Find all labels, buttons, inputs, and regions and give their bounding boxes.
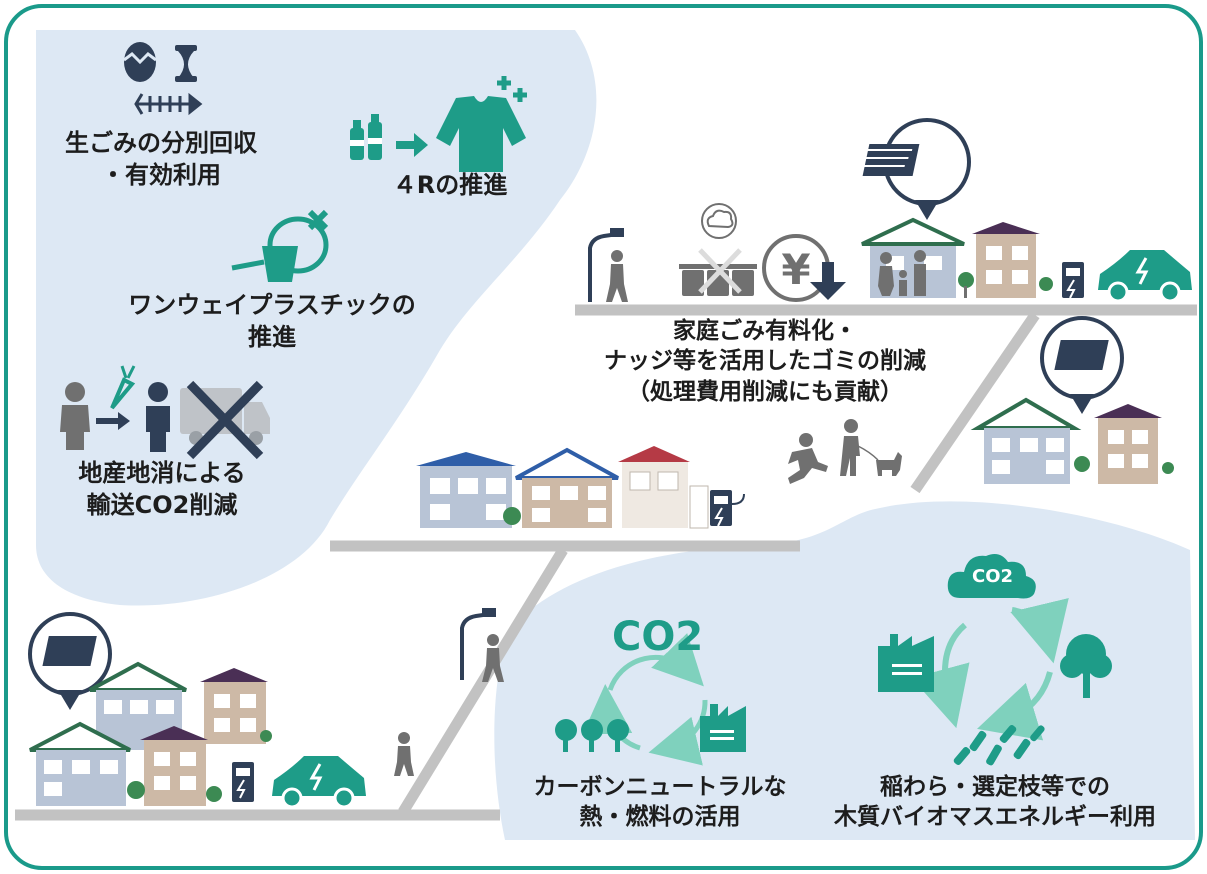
house-blue (29, 721, 131, 806)
label-line: 推進 (248, 322, 296, 351)
consumer-icon (146, 382, 170, 452)
wood-chips-icon (953, 724, 1045, 766)
cycle-arrows (911, 597, 1069, 741)
label-household-waste: 家庭ごみ有料化・ ナッジ等を活用したゴミの削減 （処理費用削減にも貢献） (555, 316, 975, 407)
solar-panel-bubble (1040, 316, 1124, 414)
label-line: 稲わら・選定枝等での (880, 774, 1110, 800)
label-biomass: 稲わら・選定枝等での 木質バイオマスエネルギー利用 (800, 772, 1190, 833)
ev-charger-icon (1062, 262, 1084, 299)
label-local-production: 地産地消による 輸送CO2削減 (52, 458, 272, 521)
house-white (618, 446, 709, 529)
house-blue (416, 452, 516, 528)
yen-symbol: ¥ (781, 245, 810, 294)
co2-label-large: CO2 (612, 614, 704, 660)
label-carbon-neutral: カーボンニュートラルな 熱・燃料の活用 (510, 772, 810, 833)
runner-icon (788, 433, 828, 484)
apple-core-icon (175, 45, 197, 82)
tree-icon (503, 507, 521, 525)
roads (15, 304, 1197, 821)
house-brown (972, 222, 1040, 298)
tree-icon (1074, 456, 1174, 474)
pedestrian-icon (606, 250, 628, 302)
cross-icon (698, 248, 742, 294)
sweater-icon (436, 76, 527, 172)
electric-car-icon (272, 756, 366, 809)
family-icon (878, 250, 926, 296)
cloud-bubble-icon (701, 203, 737, 239)
tree-icon (1060, 634, 1112, 698)
dog-walker-icon (840, 419, 902, 476)
house-brown (1094, 404, 1162, 484)
house-brown (200, 668, 268, 744)
label-food-waste: 生ごみの分別回収 ・有効利用 (38, 128, 284, 191)
label-line: カーボンニュートラルな (533, 774, 787, 800)
street-lamp-icon (588, 228, 624, 302)
factory-icon (700, 704, 746, 752)
carrot-icon (110, 365, 136, 410)
solar-panel-bubble (28, 612, 112, 710)
label-line: 地産地消による (78, 459, 246, 487)
egg-icon (123, 42, 157, 82)
electric-car-icon (1098, 250, 1192, 303)
arrow-down-icon (810, 262, 846, 300)
label-line: ・有効利用 (101, 160, 221, 189)
plastic-cup-icon (231, 209, 329, 282)
solar-panel-bubble (858, 118, 971, 220)
arrow-right-icon (96, 412, 130, 430)
label-line: （処理費用削減にも貢献） (627, 378, 903, 405)
fish-bone-icon (134, 92, 203, 116)
pedestrian-icon (394, 732, 414, 776)
label-line: 熱・燃料の活用 (579, 804, 741, 831)
pedestrian-icon (482, 634, 504, 682)
ev-charger-icon (710, 490, 745, 527)
label-line: 木質バイオマスエネルギー利用 (834, 804, 1156, 831)
tree-icon (127, 730, 272, 802)
label-line: ４Rの推進 (392, 171, 508, 199)
cross-icon (186, 380, 264, 460)
house-beige (515, 447, 619, 528)
label-one-way-plastic: ワンウェイプラスチックの 推進 (122, 290, 422, 353)
label-line: ワンウェイプラスチックの (128, 291, 416, 319)
co2-label-cloud: CO2 (972, 566, 1014, 587)
ev-charger-icon (232, 762, 254, 802)
label-4r: ４Rの推進 (360, 170, 540, 202)
tree-icon (958, 272, 1053, 298)
label-line: ナッジ等を活用したゴミの削減 (604, 348, 926, 375)
bottles-icon (350, 114, 382, 160)
cloud-icon (947, 554, 1036, 599)
house-blue (970, 397, 1082, 484)
house-brown (140, 726, 208, 806)
arrow-right-icon (396, 133, 428, 157)
factory-icon (878, 634, 934, 692)
street-lamp-icon (460, 608, 496, 680)
label-line: 生ごみの分別回収 (65, 129, 257, 157)
label-line: 輸送CO2削減 (86, 490, 238, 519)
left-bubble (36, 30, 597, 606)
farmer-icon (60, 382, 90, 450)
trees-icon (555, 719, 629, 752)
label-line: 家庭ごみ有料化・ (673, 318, 857, 344)
